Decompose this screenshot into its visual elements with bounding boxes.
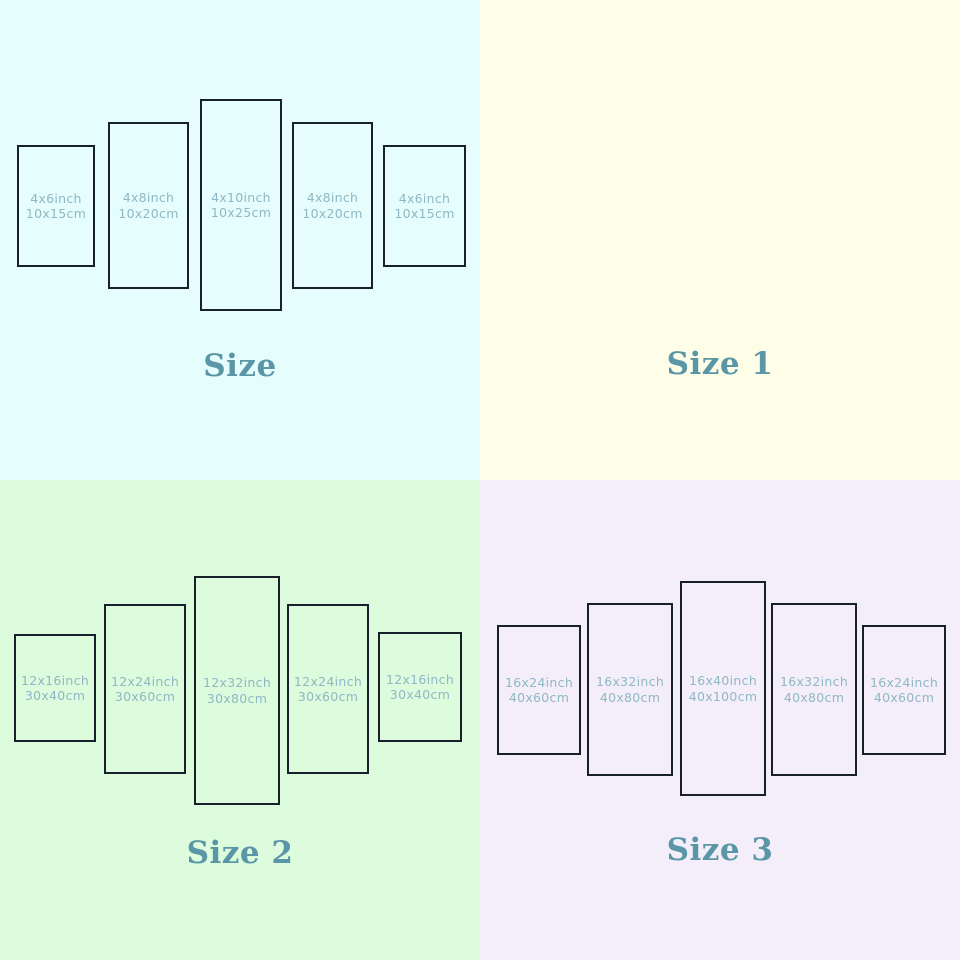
size-panel-inch-label: 4x6inch (30, 190, 82, 206)
size-panel-cm-label: 30x40cm (389, 687, 451, 702)
quadrant-title-size-1: Size 1 (666, 346, 774, 382)
quadrant-title-size-2: Size 2 (186, 835, 294, 871)
panel-group-size-1: 8x14inch20x35cm8x18inch20x45cm8x22inch20… (480, 0, 960, 480)
size-panel-cm-label: 40x80cm (599, 689, 661, 705)
size-panel-inch-label: 12x24inch (293, 673, 363, 689)
size-panel-inch-label: 16x40inch (688, 673, 758, 689)
size-panel-cm-label: 10x15cm (394, 206, 455, 221)
size-panel-cm-label: 40x60cm (873, 690, 935, 705)
size-panel-inch-label: 4x8inch (122, 190, 175, 206)
size-panel-cm-label: 10x20cm (118, 205, 179, 221)
size-panel-cm-label: 10x15cm (25, 206, 87, 221)
size-panel-cm-label: 30x80cm (206, 690, 268, 706)
size-panel-inch-label: 12x16inch (385, 671, 455, 687)
quadrant-title-size: Size (203, 348, 277, 384)
size-panel-inch-label: 4x10inch (211, 189, 271, 205)
quadrant-title-size-3: Size 3 (666, 832, 774, 868)
size-panel-inch-label: 16x24inch (869, 674, 939, 690)
size-panel-inch-label: 16x32inch (595, 674, 665, 690)
size-panel-inch-label: 12x16inch (20, 672, 90, 688)
size-panel-cm-label: 10x20cm (302, 205, 363, 221)
size-panel-cm-label: 40x80cm (783, 689, 845, 705)
size-panel-cm-label: 40x100cm (688, 688, 758, 704)
quadrant-size-1: 8x14inch20x35cm8x18inch20x45cm8x22inch20… (480, 0, 960, 480)
size-panel-inch-label: 12x32inch (202, 675, 272, 691)
size-panel-cm-label: 40x60cm (508, 690, 570, 705)
size-panel-cm-label: 10x25cm (210, 205, 272, 220)
size-panel-inch-label: 4x8inch (306, 190, 359, 206)
size-panel-inch-label: 16x24inch (504, 674, 574, 690)
size-panel-cm-label: 30x60cm (297, 689, 359, 704)
size-panel-cm-label: 30x40cm (24, 688, 86, 703)
size-panel-inch-label: 4x6inch (398, 190, 451, 206)
size-panel-cm-label: 30x60cm (114, 689, 176, 704)
size-panel-inch-label: 16x32inch (779, 674, 849, 690)
size-panel-inch-label: 12x24inch (110, 673, 180, 689)
